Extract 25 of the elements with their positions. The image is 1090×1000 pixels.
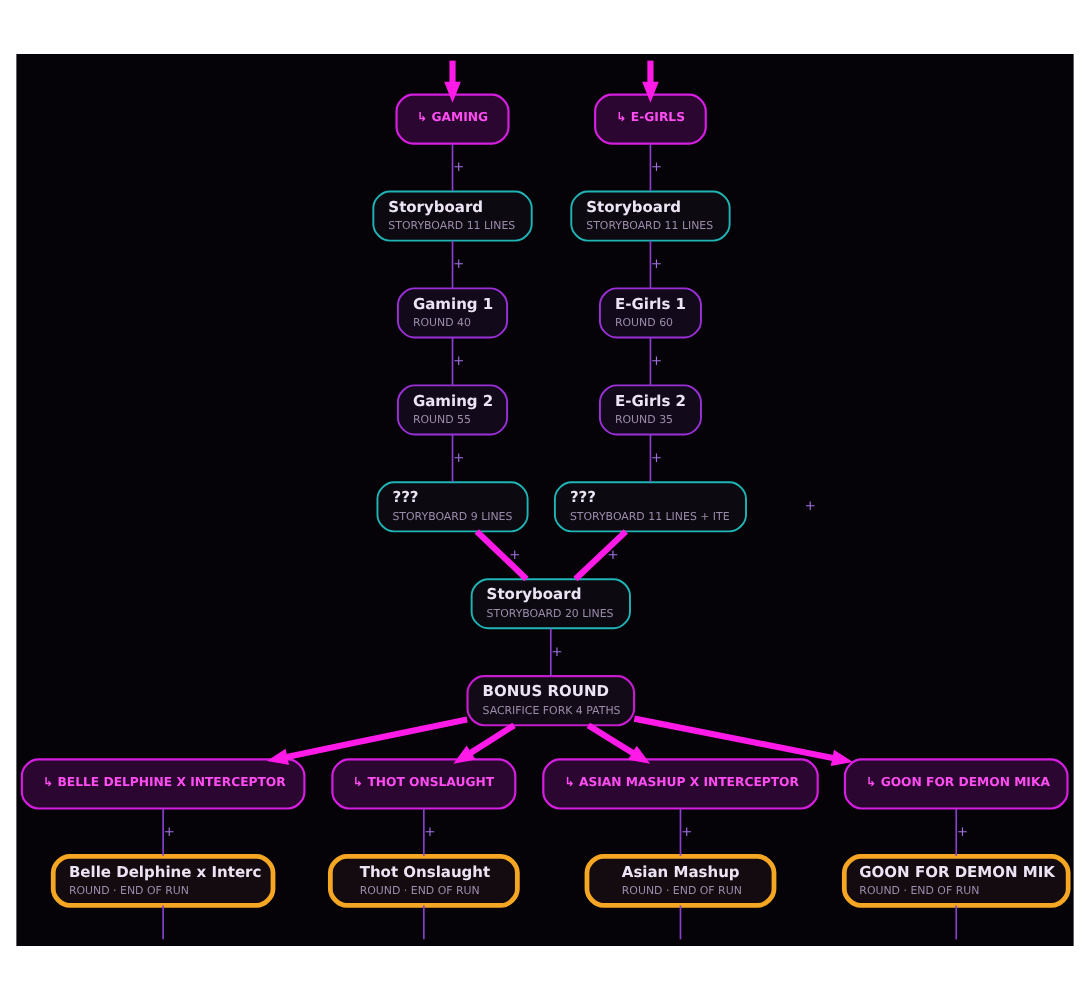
connector	[423, 904, 425, 941]
connector	[451, 433, 454, 483]
connector	[423, 807, 425, 857]
arrow	[586, 722, 651, 764]
connector	[679, 904, 682, 941]
arrow	[444, 60, 461, 103]
connector	[649, 433, 652, 483]
connector	[549, 627, 552, 677]
connector	[955, 807, 958, 857]
connector	[451, 239, 454, 289]
arrow	[642, 60, 659, 103]
arrow	[266, 716, 468, 765]
connector	[649, 143, 652, 192]
connector	[679, 807, 682, 857]
connector	[451, 143, 454, 192]
connector	[474, 529, 529, 582]
arrow	[453, 722, 516, 764]
connector	[649, 336, 652, 386]
connector	[162, 904, 164, 941]
connector	[573, 529, 628, 582]
connector	[955, 904, 958, 941]
connector	[451, 336, 454, 386]
arrow	[633, 715, 853, 767]
connector	[649, 239, 652, 289]
connector	[162, 807, 164, 857]
